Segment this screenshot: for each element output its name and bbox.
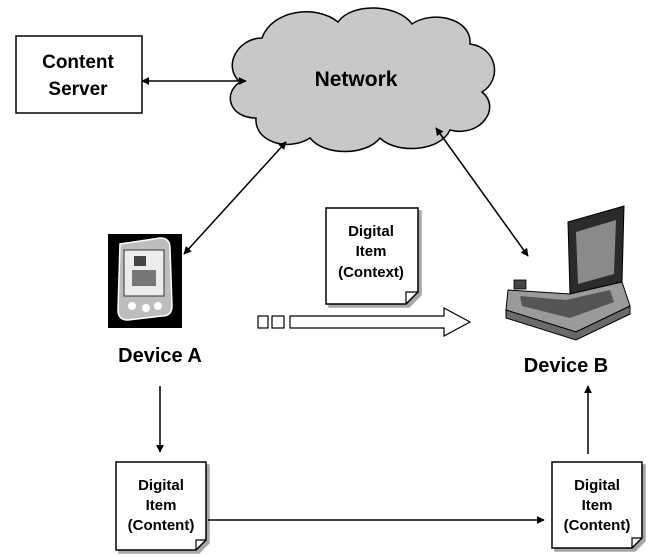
laptop-icon bbox=[505, 205, 631, 341]
device-b-label: Device B bbox=[524, 355, 609, 377]
context-doc-line2: Item bbox=[356, 243, 387, 260]
transfer-block-arrow bbox=[257, 306, 472, 338]
content-document-a: Digital Item (Content) bbox=[115, 461, 207, 551]
content-server-box: Content Server bbox=[15, 35, 143, 114]
pda-icon bbox=[108, 234, 182, 328]
network-device-b-arrow bbox=[435, 127, 529, 257]
content-doc-a-line3: (Content) bbox=[128, 517, 195, 534]
context-doc-line3: (Context) bbox=[338, 264, 404, 281]
context-document: Digital Item (Context) bbox=[325, 207, 419, 305]
context-doc-line1: Digital bbox=[348, 223, 394, 240]
network-label: Network bbox=[315, 68, 398, 91]
content-doc-b-line1: Digital bbox=[574, 477, 620, 494]
content-doc-a-line1: Digital bbox=[138, 477, 184, 494]
content-server-label-line1: Content bbox=[42, 52, 114, 73]
content-doc-b-line2: Item bbox=[582, 497, 613, 514]
content-doc-b-line3: (Content) bbox=[564, 517, 631, 534]
network-device-a-arrow bbox=[183, 141, 287, 255]
network-cloud: Network bbox=[229, 7, 496, 153]
device-a-label: Device A bbox=[118, 345, 202, 367]
content-server-label-line2: Server bbox=[48, 79, 108, 100]
content-document-b: Digital Item (Content) bbox=[551, 461, 643, 549]
content-doc-a-line2: Item bbox=[146, 497, 177, 514]
